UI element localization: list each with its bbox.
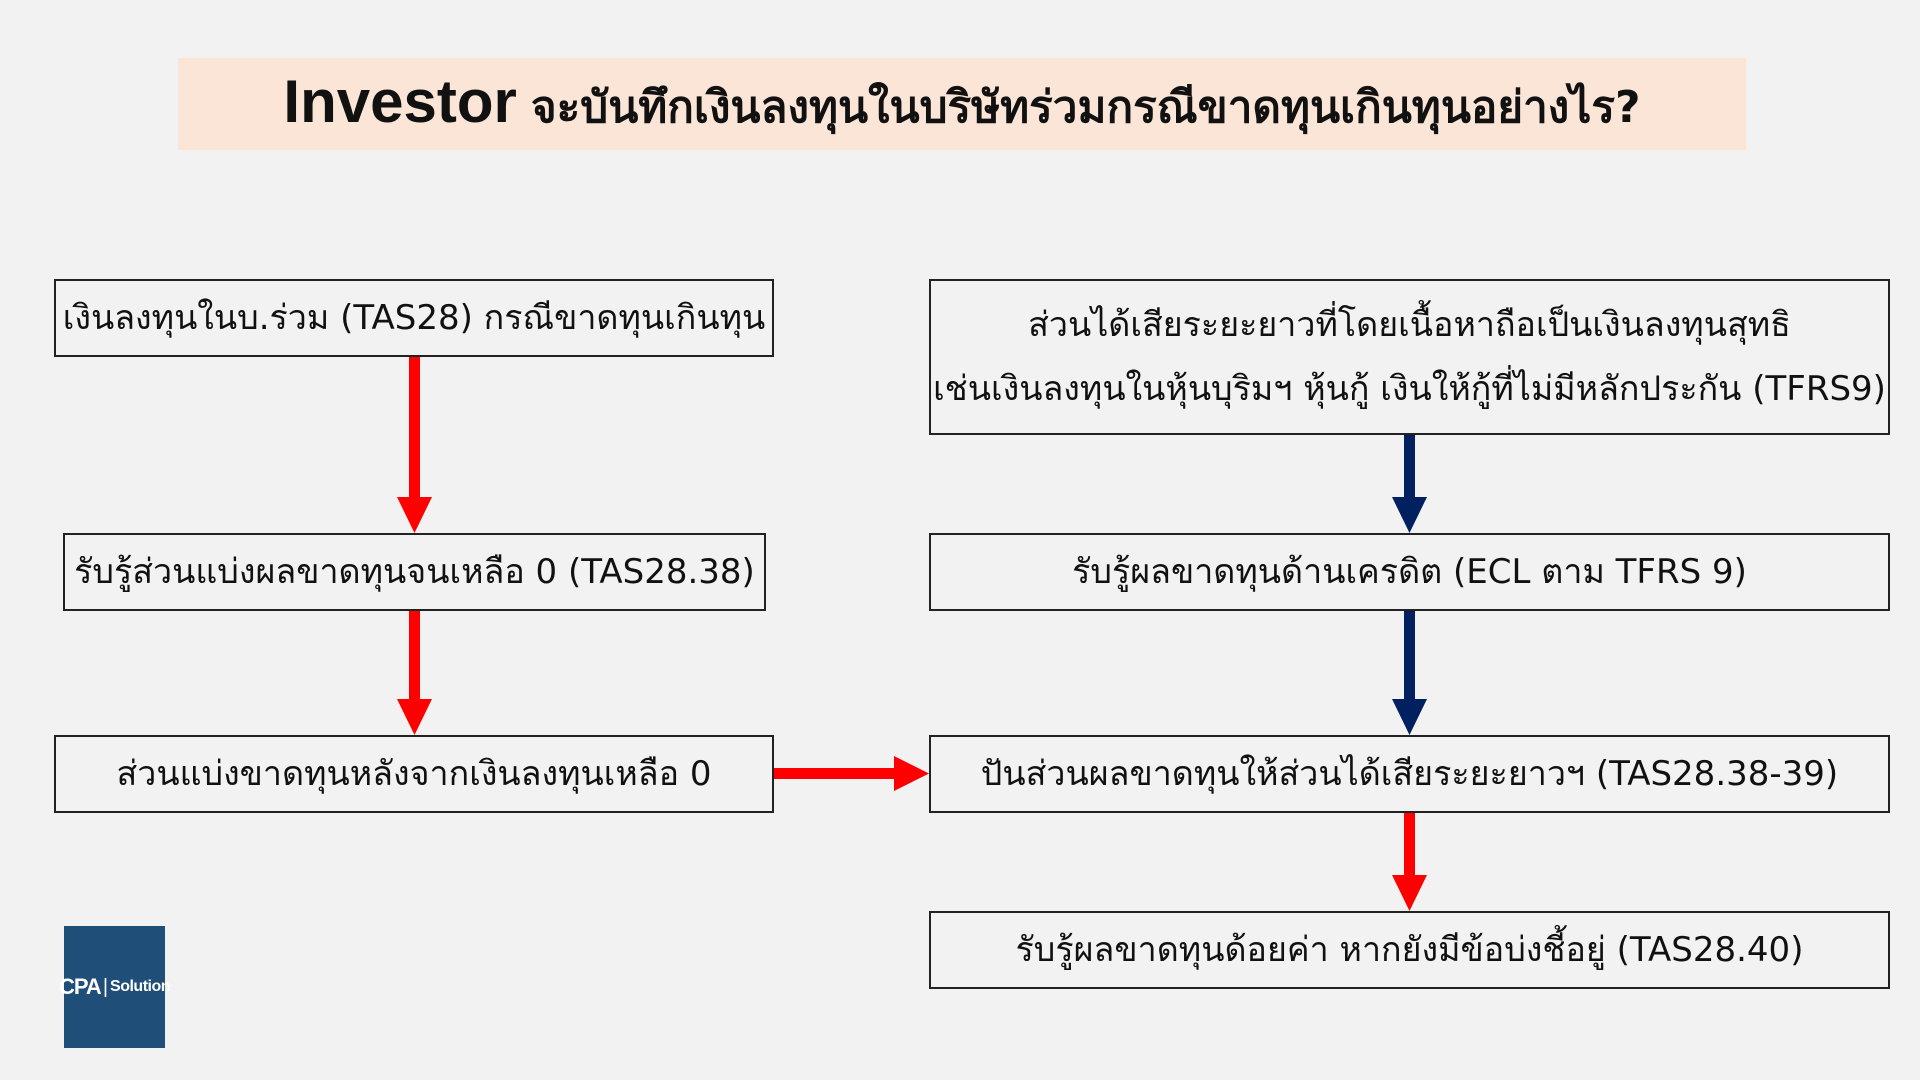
box-recognize-share-of-loss-text: รับรู้ส่วนแบ่งผลขาดทุนจนเหลือ 0 (TAS28.3…	[74, 552, 755, 592]
arrow-left-3-to-right-3	[774, 756, 929, 791]
box-allocate-losses: ปันส่วนผลขาดทุนให้ส่วนได้เสียระยะยาวฯ (T…	[929, 735, 1890, 813]
box-recognize-share-of-loss: รับรู้ส่วนแบ่งผลขาดทุนจนเหลือ 0 (TAS28.3…	[63, 533, 766, 611]
box-long-term-interests: ส่วนได้เสียระยะยาวที่โดยเนื้อหาถือเป็นเง…	[929, 279, 1890, 435]
box-investment-in-associate: เงินลงทุนในบ.ร่วม (TAS28) กรณีขาดทุนเกิน…	[54, 279, 774, 357]
box-long-term-interests-line1: ส่วนได้เสียระยะยาวที่โดยเนื้อหาถือเป็นเง…	[1028, 305, 1791, 345]
box-long-term-interests-line2: เช่นเงินลงทุนในหุ้นบุริมฯ หุ้นกู้ เงินให…	[933, 369, 1886, 409]
box-loss-after-zero: ส่วนแบ่งขาดทุนหลังจากเงินลงทุนเหลือ 0	[54, 735, 774, 813]
cpa-solution-logo: CPA|Solution	[59, 926, 171, 1048]
box-recognize-ecl-text: รับรู้ผลขาดทุนด้านเครดิต (ECL ตาม TFRS 9…	[1072, 552, 1747, 592]
box-recognize-ecl: รับรู้ผลขาดทุนด้านเครดิต (ECL ตาม TFRS 9…	[929, 533, 1890, 611]
arrow-left-1-to-2	[397, 357, 432, 533]
box-allocate-losses-text: ปันส่วนผลขาดทุนให้ส่วนได้เสียระยะยาวฯ (T…	[980, 754, 1839, 794]
arrow-right-1-to-2	[1392, 435, 1427, 533]
box-loss-after-zero-text: ส่วนแบ่งขาดทุนหลังจากเงินลงทุนเหลือ 0	[116, 754, 712, 794]
logo-separator: |	[102, 975, 109, 998]
box-recognize-impairment-text: รับรู้ผลขาดทุนด้อยค่า หากยังมีข้อบ่งชี้อ…	[1015, 930, 1804, 970]
title-question: จะบันทึกเงินลงทุนในบริษัทร่วมกรณีขาดทุนเ…	[530, 81, 1641, 133]
box-investment-in-associate-text: เงินลงทุนในบ.ร่วม (TAS28) กรณีขาดทุนเกิน…	[62, 298, 766, 338]
logo-brand: CPA	[59, 974, 102, 999]
arrow-left-2-to-3	[397, 611, 432, 735]
logo-sub: Solution	[110, 978, 171, 995]
arrow-right-3-to-4	[1392, 813, 1427, 911]
box-recognize-impairment: รับรู้ผลขาดทุนด้อยค่า หากยังมีข้อบ่งชี้อ…	[929, 911, 1890, 989]
title-lead: Investor	[283, 67, 517, 135]
arrow-right-2-to-3	[1392, 611, 1427, 735]
